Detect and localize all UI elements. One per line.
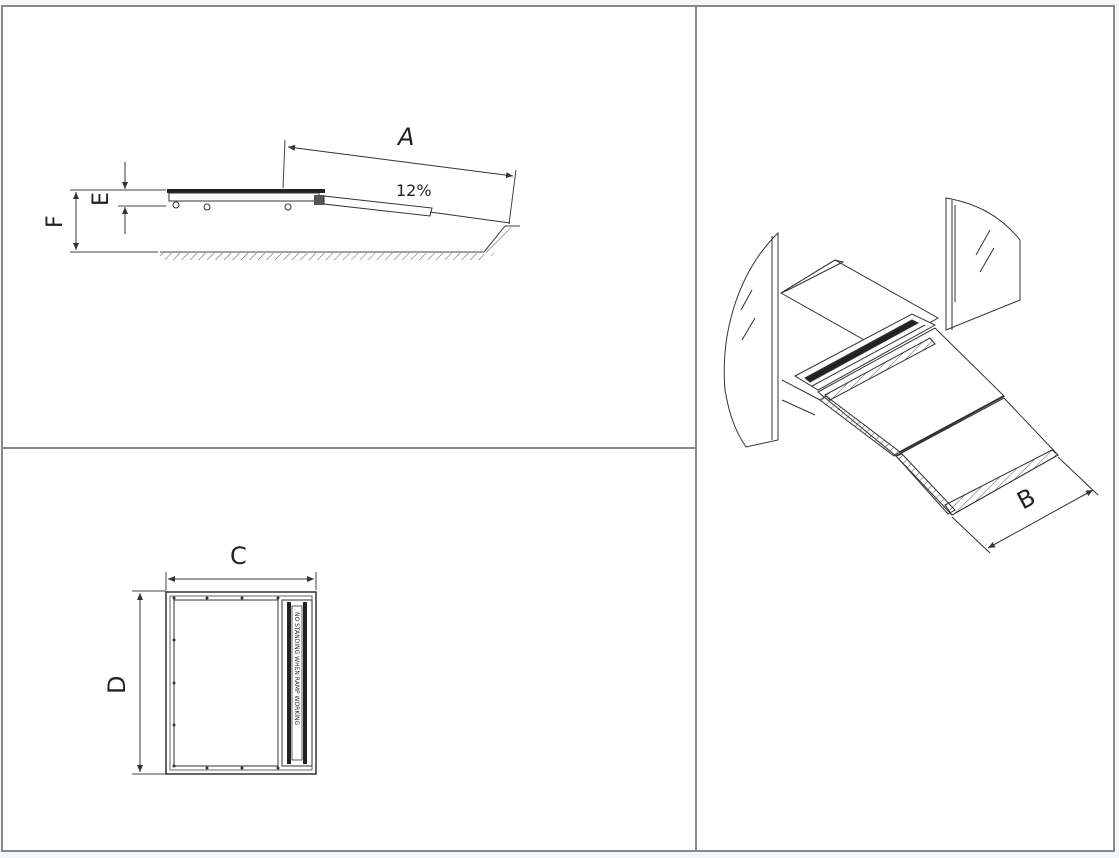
iso-view-panel <box>723 197 1099 554</box>
dim-b-label: B <box>1012 483 1040 515</box>
top-view-panel: C D NO STANDING WHEN RAMP WORKING <box>103 542 317 775</box>
warning-label: NO STANDING WHEN RAMP WORKING <box>293 612 300 726</box>
vertical-divider <box>695 7 697 850</box>
dim-a-label: A <box>396 123 414 151</box>
dim-f-label: F <box>43 215 68 228</box>
horizontal-divider <box>3 447 695 449</box>
dim-c-label: C <box>230 542 247 570</box>
dim-d-label: D <box>103 676 131 694</box>
dim-e-label: E <box>89 192 114 206</box>
side-view-panel: A 12% E F <box>43 123 520 260</box>
slope-label: 12% <box>396 181 432 200</box>
